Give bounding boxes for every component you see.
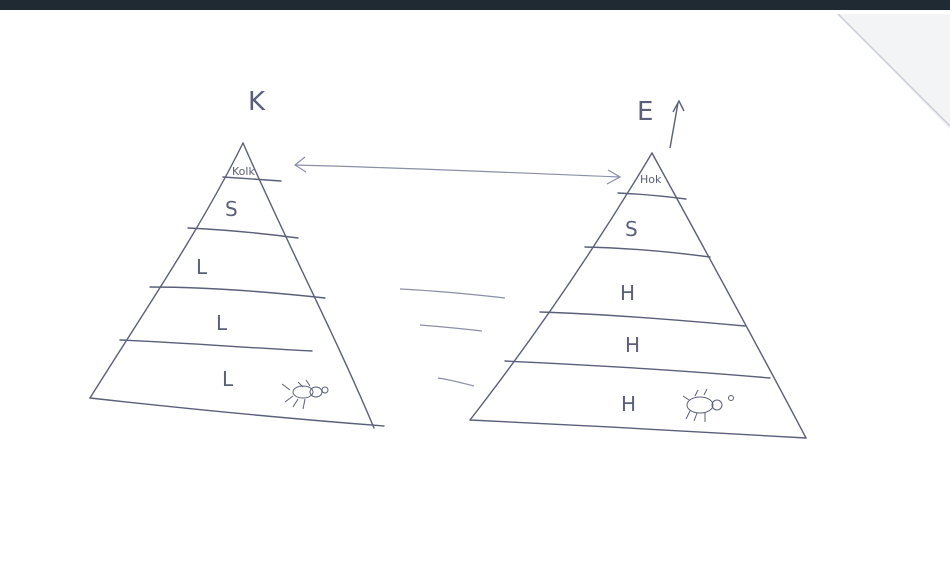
middle-stroke-2 <box>420 325 482 331</box>
left-level-3-label: L <box>196 255 208 279</box>
middle-stroke-3 <box>438 378 474 386</box>
left-pyramid <box>90 143 384 428</box>
middle-strokes <box>400 289 505 386</box>
left-level-2-label: S <box>225 197 238 221</box>
left-pyramid-title: K <box>248 87 266 117</box>
right-level-1-label: Hok <box>640 173 662 186</box>
up-arrow-head <box>673 101 684 112</box>
right-pyramid-base <box>470 420 806 438</box>
left-pyramid-base <box>90 398 384 426</box>
bug-doodle-right <box>683 389 734 422</box>
bug-doodle-left <box>282 380 328 409</box>
right-pyramid-divider-2 <box>585 247 710 257</box>
left-pyramid-divider-3 <box>150 287 325 298</box>
right-pyramid-title: E <box>637 97 653 127</box>
left-pyramid-left-edge <box>90 143 243 398</box>
right-level-2-label: S <box>625 217 638 241</box>
left-pyramid-divider-2 <box>188 228 298 238</box>
middle-stroke-1 <box>400 289 505 298</box>
right-pyramid-right-edge <box>652 153 806 438</box>
up-arrow-icon <box>670 101 684 148</box>
right-level-3-label: H <box>620 281 635 305</box>
right-pyramid-divider-4 <box>505 361 770 378</box>
right-pyramid-divider-3 <box>540 312 745 326</box>
right-level-4-label: H <box>625 333 640 357</box>
left-pyramid-right-edge <box>243 143 374 428</box>
double-arrow <box>295 157 620 184</box>
right-level-5-label: H <box>621 392 636 416</box>
right-pyramid <box>470 153 806 438</box>
left-level-1-label: Kolk <box>232 165 255 178</box>
left-level-5-label: L <box>222 367 234 391</box>
double-arrow-shaft <box>295 165 620 177</box>
left-pyramid-divider-4 <box>120 340 312 351</box>
left-level-4-label: L <box>216 311 228 335</box>
